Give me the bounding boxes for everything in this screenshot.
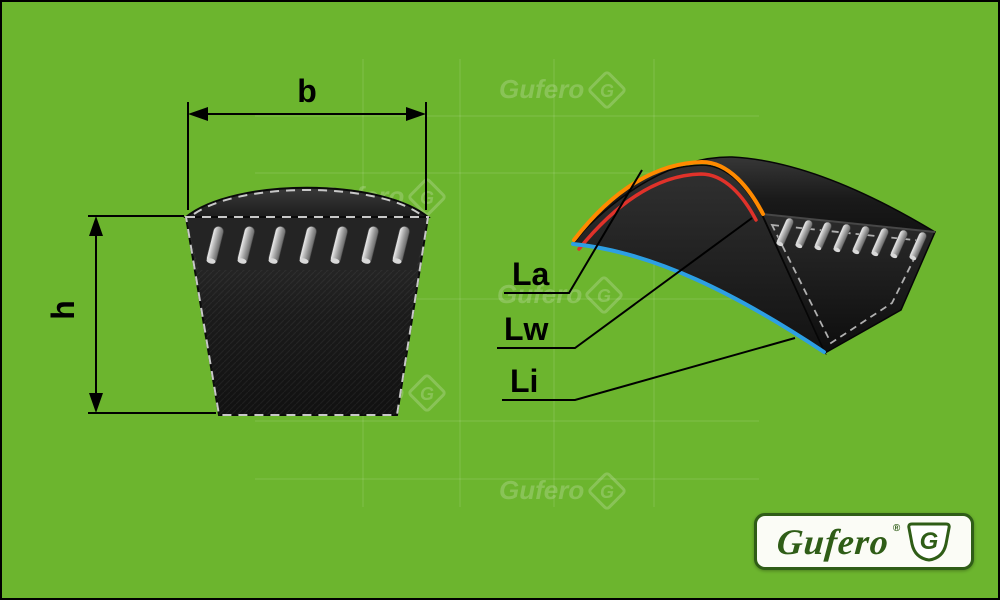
brand-logo-text: Gufero (775, 521, 891, 562)
dimension-b-label: b (297, 73, 317, 109)
belt-end-edge-highlight (761, 213, 936, 233)
arrowhead-left (188, 107, 208, 121)
arrowhead-right (406, 107, 426, 121)
brand-shield-icon: G (907, 522, 951, 562)
la-leader-line (504, 169, 643, 294)
brand-logo-badge: Gufero ® G (754, 513, 974, 570)
watermark-emblem-letter: G (600, 81, 614, 101)
brand-shield-letter: G (920, 528, 939, 555)
lw-label: Lw (504, 311, 549, 347)
watermark-group: Gufero G (499, 71, 626, 109)
watermark-text: Gufero (499, 475, 584, 505)
li-leader-line (502, 337, 796, 401)
lw-pitch-length-line (577, 172, 758, 251)
la-label: La (512, 256, 550, 292)
watermark-emblem-icon: G (588, 472, 626, 510)
li-label: Li (510, 363, 538, 399)
watermark-emblem-icon: G (585, 276, 623, 314)
watermark-emblem-icon: G (408, 374, 446, 412)
cross-section-diagram: b h (45, 73, 431, 416)
belt-top-dashed-outline (193, 189, 421, 215)
watermark-emblem-icon: G (588, 71, 626, 109)
watermark-emblem-letter: G (600, 482, 614, 502)
li-inner-length-line (571, 242, 826, 354)
watermark-emblem-letter: G (420, 384, 434, 404)
belt-length-diagram: La Lw Li (497, 156, 937, 401)
arrowhead-bottom (89, 393, 103, 413)
arrowhead-top (89, 216, 103, 236)
dimension-h (88, 215, 216, 414)
dimension-b (187, 102, 427, 210)
belt-end-dashed-outline (770, 223, 925, 345)
la-outer-length-line (572, 159, 765, 242)
registered-mark: ® (892, 523, 901, 534)
belt-dashed-outline (184, 216, 430, 416)
lw-leader-line (497, 217, 753, 349)
watermark-group: Gufero G (499, 472, 626, 510)
watermark-text: Gufero (499, 74, 584, 104)
dimension-h-label: h (45, 300, 81, 320)
watermark-emblem-letter: G (597, 286, 611, 306)
